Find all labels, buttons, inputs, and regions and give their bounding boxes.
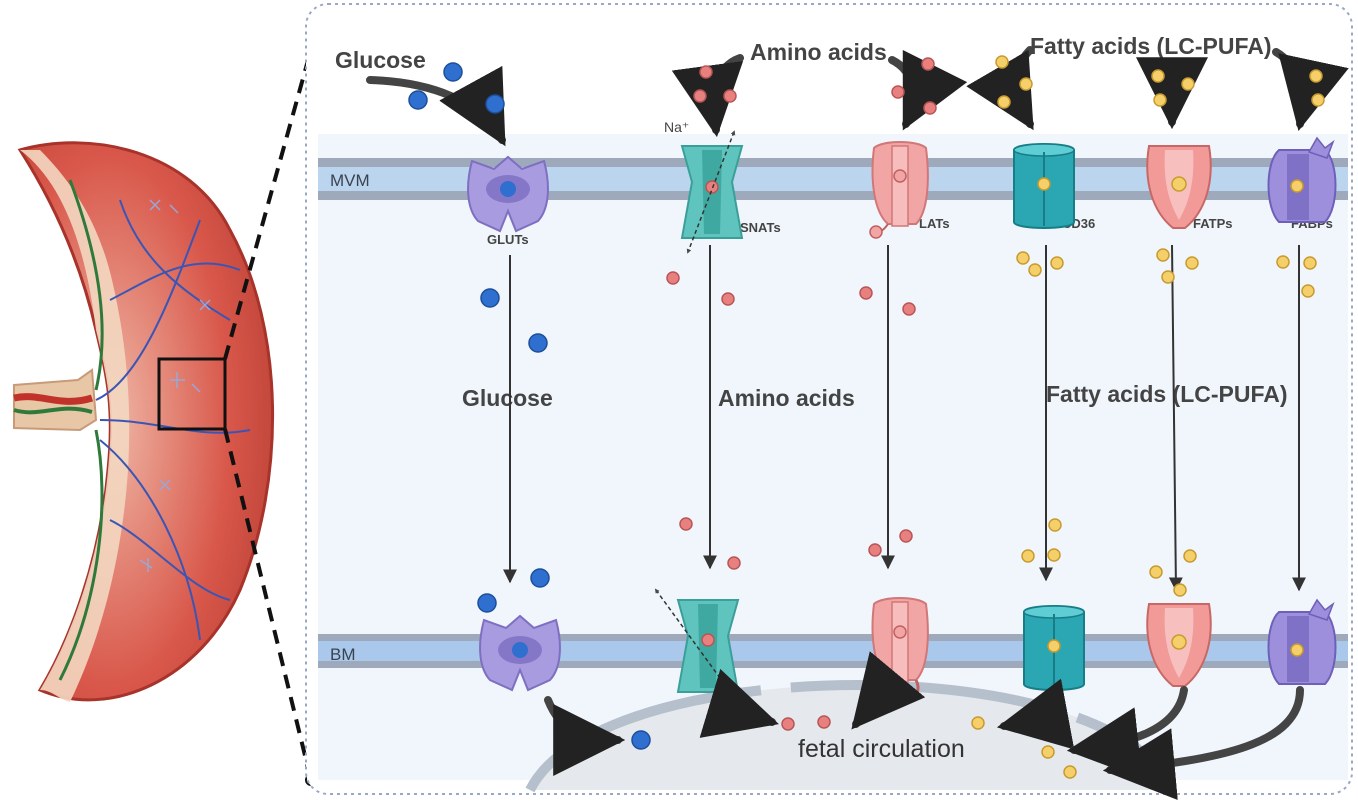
molecule-layer [408, 55, 1325, 779]
lat-transporter-mvm [869, 141, 929, 239]
fatty-acids-label-mid: Fatty acids (LC-PUFA) [1046, 381, 1288, 407]
amino-molecule [693, 89, 707, 103]
fatty-molecule [1021, 549, 1035, 563]
snat-transporter-mvm [680, 130, 744, 254]
glucose-label-top: Glucose [335, 47, 426, 73]
fetal-circulation-label: fetal circulation [798, 735, 965, 763]
fatty-molecule [1309, 69, 1323, 83]
amino-molecule [721, 292, 735, 306]
glucose-molecule [477, 593, 497, 613]
amino-molecule [817, 715, 831, 729]
mvm-label: MVM [330, 171, 370, 190]
fatp-transporter-bm [1146, 603, 1212, 687]
amino-molecule [727, 556, 741, 570]
glucose-molecule [528, 333, 548, 353]
fatty-acids-label-top: Fatty acids (LC-PUFA) [1030, 33, 1272, 59]
glucose-molecule [631, 730, 651, 750]
fatty-molecule [1041, 745, 1055, 759]
glucose-molecule [480, 288, 500, 308]
amino-molecule [679, 517, 693, 531]
fatty-molecule [1173, 583, 1187, 597]
glucose-molecule [530, 568, 550, 588]
glucose-molecule [408, 90, 428, 110]
fatty-molecule [1016, 251, 1030, 265]
glut-transporter-mvm [467, 155, 549, 233]
fatty-molecule [971, 716, 985, 730]
amino-molecule [666, 271, 680, 285]
glucose-molecule [443, 62, 463, 82]
glucose-molecule [485, 94, 505, 114]
amino-molecule [781, 717, 795, 731]
fatty-molecule [1048, 518, 1062, 532]
amino-acids-label-mid: Amino acids [718, 385, 855, 411]
fatty-molecule [1303, 256, 1317, 270]
amino-molecule [902, 302, 916, 316]
transporter-label-lats: LATs [919, 216, 950, 231]
fatty-molecule [1161, 270, 1175, 284]
fatp-transporter-mvm [1146, 145, 1212, 229]
amino-molecule [723, 89, 737, 103]
transporter-label-snats: SNATs [740, 220, 781, 235]
fatty-molecule [1301, 284, 1315, 298]
fatty-molecule [1151, 69, 1165, 83]
placenta-illustration [13, 141, 275, 702]
amino-molecule [868, 543, 882, 557]
fatty-molecule [997, 95, 1011, 109]
sodium-label: Na⁺ [664, 119, 689, 135]
fatty-molecule [1181, 77, 1195, 91]
transporter-label-fatps: FATPs [1193, 216, 1233, 231]
amino-molecule [891, 85, 905, 99]
glucose-label-mid: Glucose [462, 385, 553, 411]
cd36-transporter-mvm [1013, 143, 1075, 229]
amino-molecule [923, 101, 937, 115]
amino-molecule [899, 529, 913, 543]
fatty-molecule [1047, 548, 1061, 562]
fatty-molecule [1019, 77, 1033, 91]
entry-arrows [366, 46, 1349, 147]
bm-label: BM [330, 645, 356, 664]
fatty-molecule [995, 55, 1009, 69]
fatty-molecule [1276, 255, 1290, 269]
fatty-molecule [1185, 256, 1199, 270]
fatty-molecule [1028, 263, 1042, 277]
fatty-molecule [1153, 93, 1167, 107]
fatty-molecule [1311, 93, 1325, 107]
amino-acids-label-top: Amino acids [750, 39, 887, 65]
amino-molecule [921, 57, 935, 71]
fabp-transporter-bm [1267, 598, 1337, 685]
fatty-molecule [1183, 549, 1197, 563]
transporter-label-gluts: GLUTs [487, 232, 529, 247]
transport-arrows [503, 244, 1306, 592]
amino-molecule [859, 286, 873, 300]
zoom-box [157, 357, 227, 431]
fatty-molecule [1156, 248, 1170, 262]
exit-arrows [544, 651, 1304, 800]
fatty-molecule [1063, 765, 1077, 779]
fatty-molecule [1149, 565, 1163, 579]
cd36-transporter-bm [1023, 605, 1085, 691]
glut-transporter-bm [479, 614, 561, 692]
amino-molecule [699, 65, 713, 79]
fabp-transporter-mvm [1267, 136, 1337, 223]
fatty-molecule [1050, 256, 1064, 270]
